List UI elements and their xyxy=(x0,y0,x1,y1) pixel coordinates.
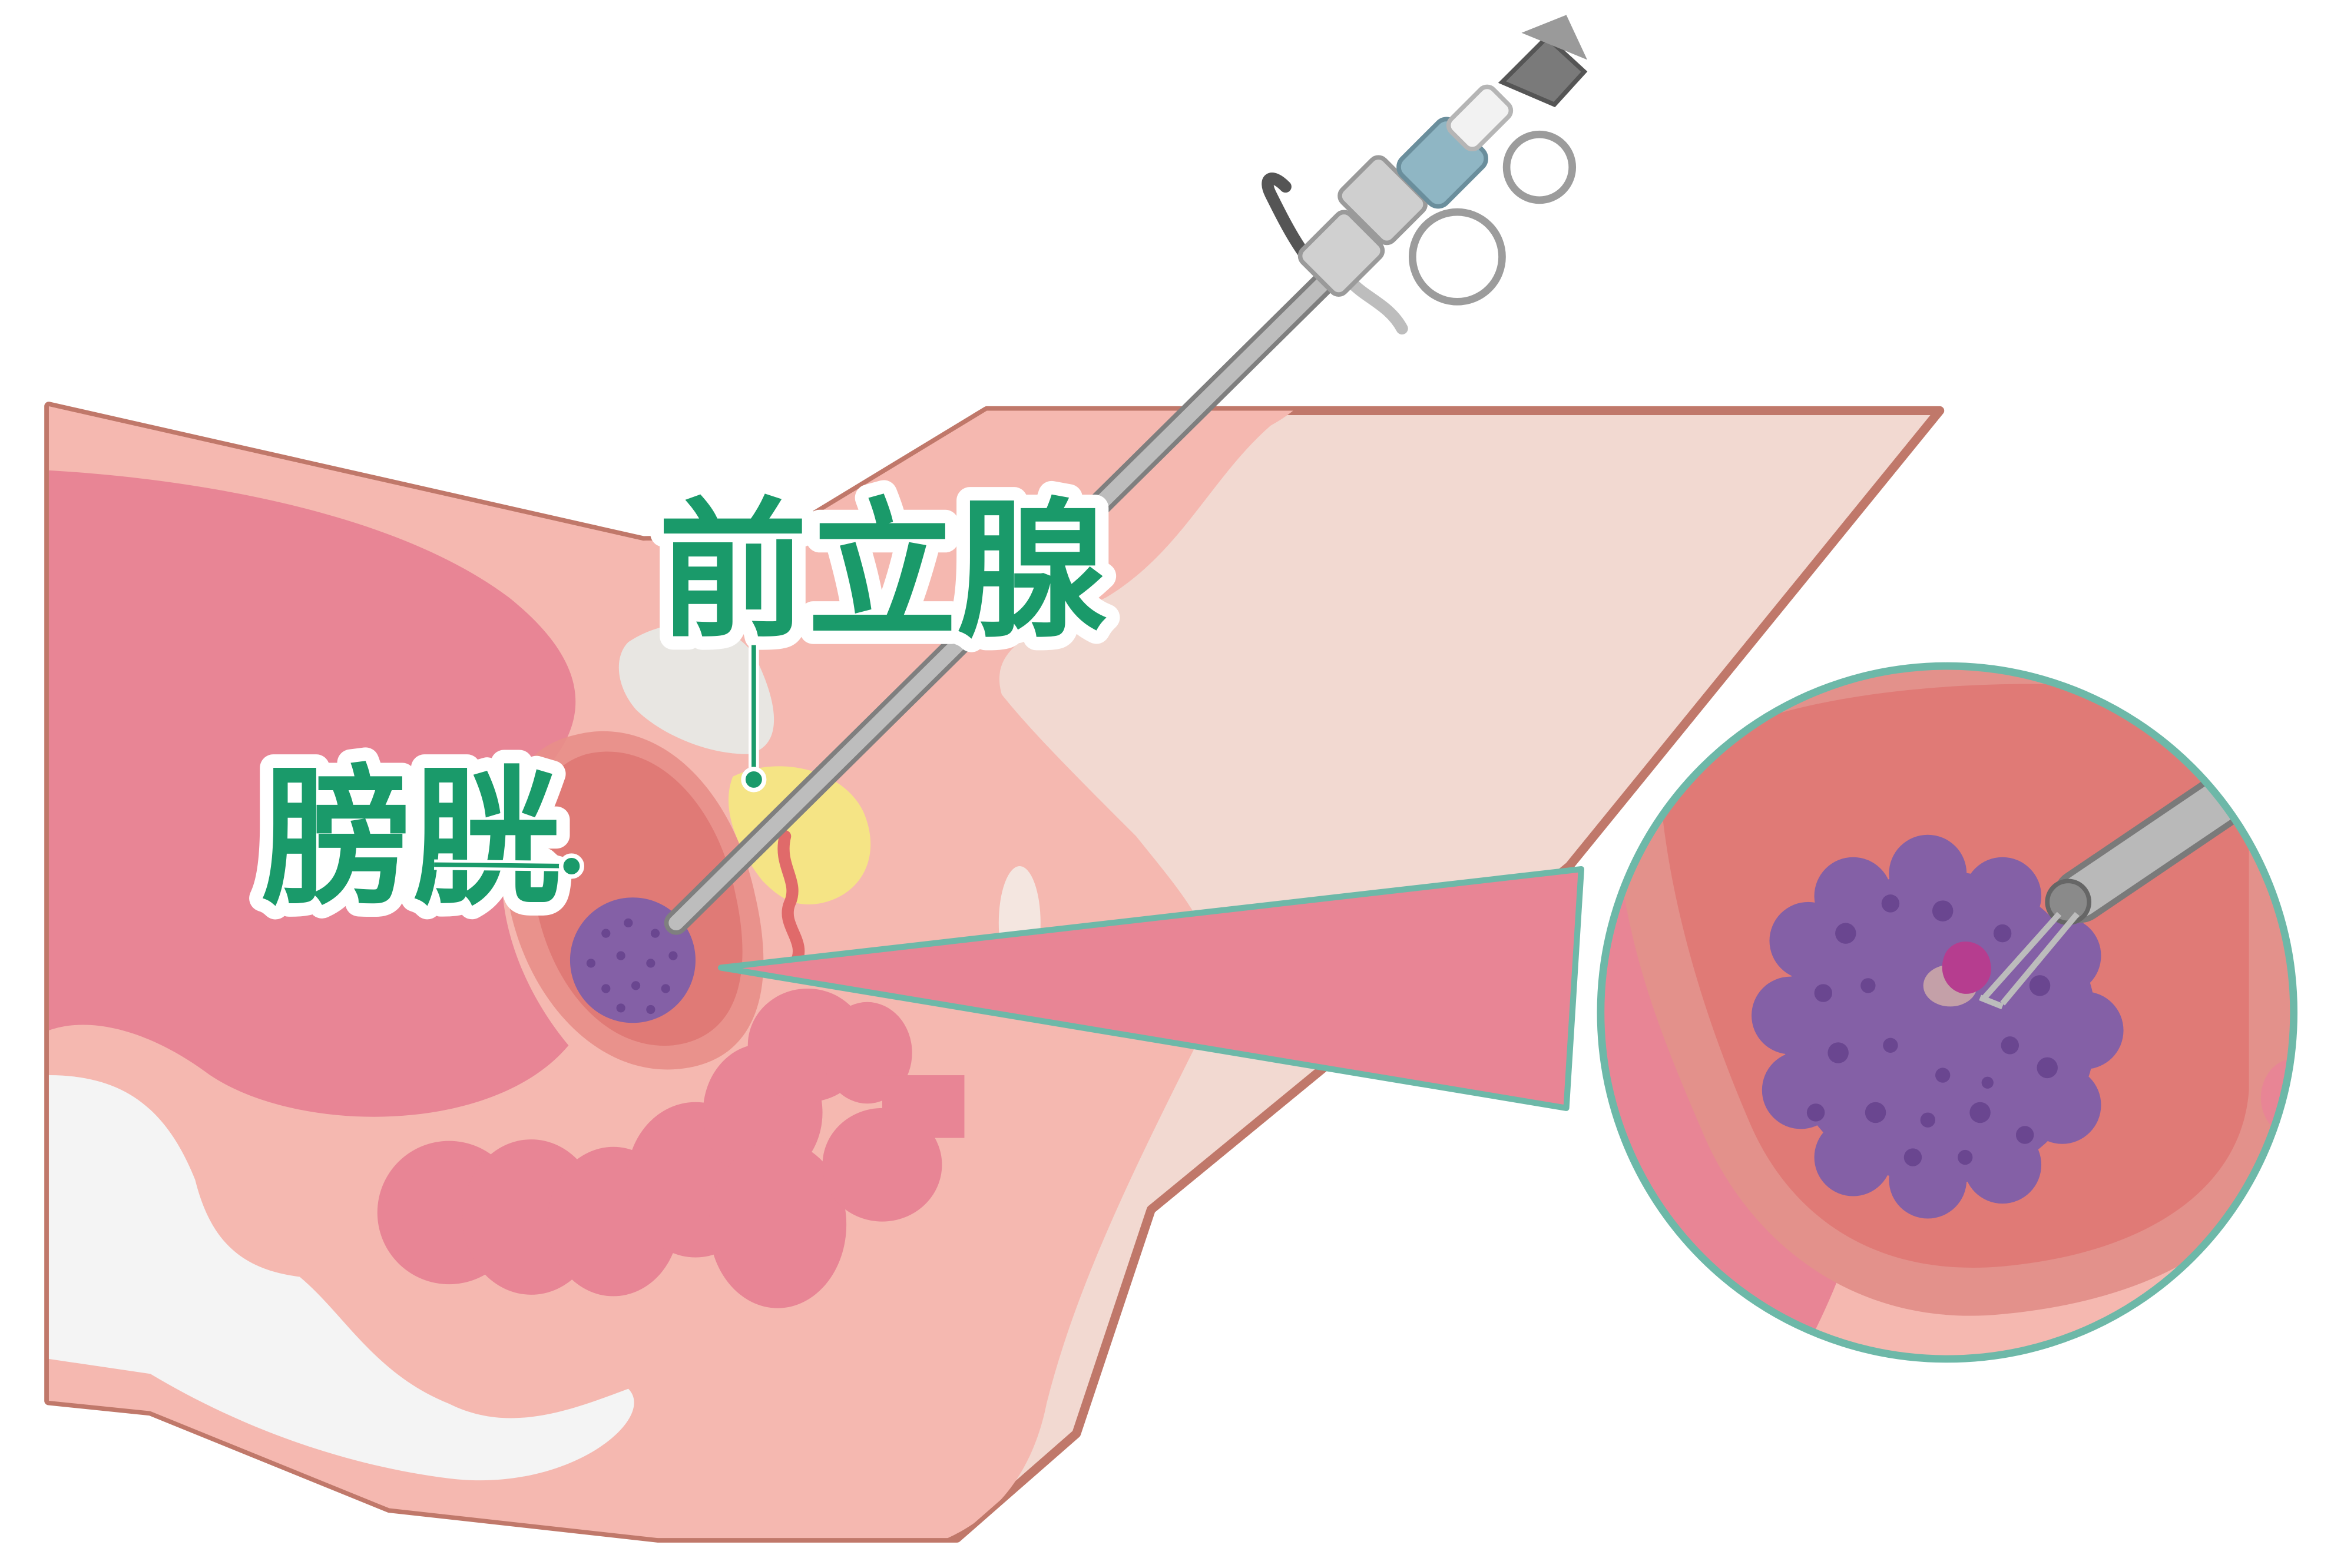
fat-region xyxy=(48,1075,634,1481)
magnifier-border xyxy=(1597,662,2298,1363)
label-bladder: 膀胱 xyxy=(249,738,585,939)
cystoscope-icon xyxy=(664,15,1588,935)
label-prostate-dot xyxy=(741,767,767,793)
label-prostate-text: 前立腺 xyxy=(658,485,1107,658)
bladder-tumor xyxy=(570,897,696,1023)
intestine xyxy=(377,988,965,1308)
label-prostate: 前立腺 xyxy=(645,471,1120,793)
zoom-callout xyxy=(717,866,1584,1111)
label-bladder-dot xyxy=(558,853,585,879)
abdominal-organ xyxy=(48,470,576,1117)
urethra xyxy=(777,830,805,969)
prostate xyxy=(728,766,871,905)
pubic-bone xyxy=(618,624,774,754)
body-cross-section xyxy=(44,402,1945,1543)
label-bladder-text: 膀胱 xyxy=(262,752,561,926)
